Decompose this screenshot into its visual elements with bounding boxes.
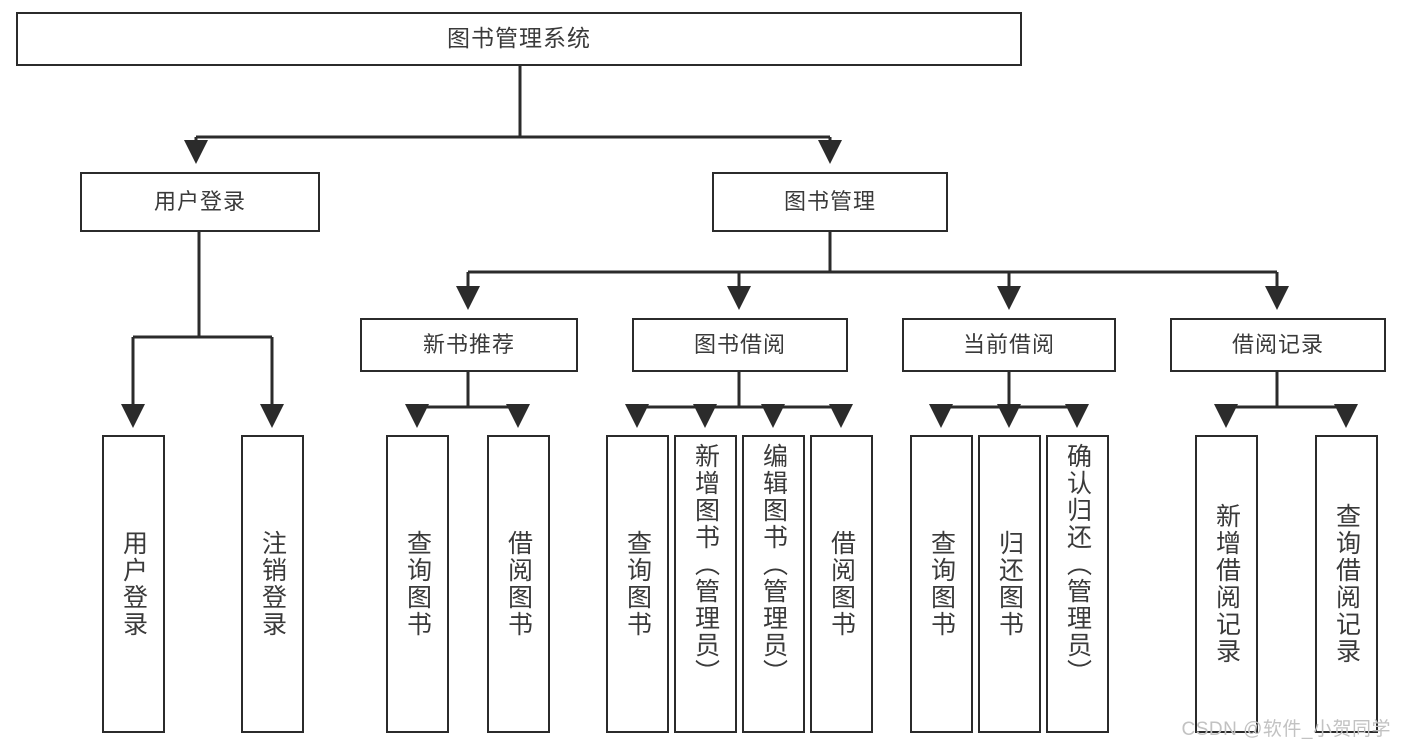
node-label: 查询图书 [623,530,652,638]
node-current-borrowing[interactable]: 当前借阅 [902,318,1116,372]
node-label: 新书推荐 [422,331,515,357]
leaf-edit-book-admin[interactable]: 编辑图书（管理员） [742,435,805,733]
leaf-user-login[interactable]: 用户登录 [102,435,165,733]
node-label: 查询借阅记录 [1332,503,1361,665]
leaf-query-book-recommendation[interactable]: 查询图书 [386,435,449,733]
node-book-borrowing[interactable]: 图书借阅 [632,318,848,372]
node-user-login[interactable]: 用户登录 [80,172,320,232]
node-label: 确认归还（管理员） [1063,443,1092,686]
node-label: 用户登录 [153,188,246,214]
node-label: 注销登录 [258,530,287,638]
leaf-logout[interactable]: 注销登录 [241,435,304,733]
node-root-book-management-system[interactable]: 图书管理系统 [16,12,1022,66]
node-label: 图书借阅 [693,331,786,357]
leaf-borrow-book-recommendation[interactable]: 借阅图书 [487,435,550,733]
node-label: 新增借阅记录 [1212,503,1241,665]
node-label: 图书管理系统 [447,25,591,52]
node-borrowing-records[interactable]: 借阅记录 [1170,318,1386,372]
node-label: 查询图书 [403,530,432,638]
leaf-add-borrowing-record[interactable]: 新增借阅记录 [1195,435,1258,733]
node-label: 借阅图书 [504,530,533,638]
node-book-management[interactable]: 图书管理 [712,172,948,232]
leaf-return-book[interactable]: 归还图书 [978,435,1041,733]
node-label: 编辑图书（管理员） [759,443,788,686]
node-label: 图书管理 [783,188,876,214]
node-label: 查询图书 [927,530,956,638]
leaf-query-book-current[interactable]: 查询图书 [910,435,973,733]
node-new-book-recommendation[interactable]: 新书推荐 [360,318,578,372]
leaf-add-book-admin[interactable]: 新增图书（管理员） [674,435,737,733]
node-label: 借阅图书 [827,530,856,638]
node-label: 用户登录 [119,530,148,638]
leaf-query-borrowing-record[interactable]: 查询借阅记录 [1315,435,1378,733]
node-label: 借阅记录 [1231,331,1324,357]
node-label: 新增图书（管理员） [691,443,720,686]
watermark-text: CSDN @软件_小贺同学 [1181,719,1391,740]
node-label: 当前借阅 [962,331,1055,357]
node-label: 归还图书 [995,530,1024,638]
leaf-confirm-return-admin[interactable]: 确认归还（管理员） [1046,435,1109,733]
leaf-borrow-book-borrowing[interactable]: 借阅图书 [810,435,873,733]
leaf-query-book-borrowing[interactable]: 查询图书 [606,435,669,733]
